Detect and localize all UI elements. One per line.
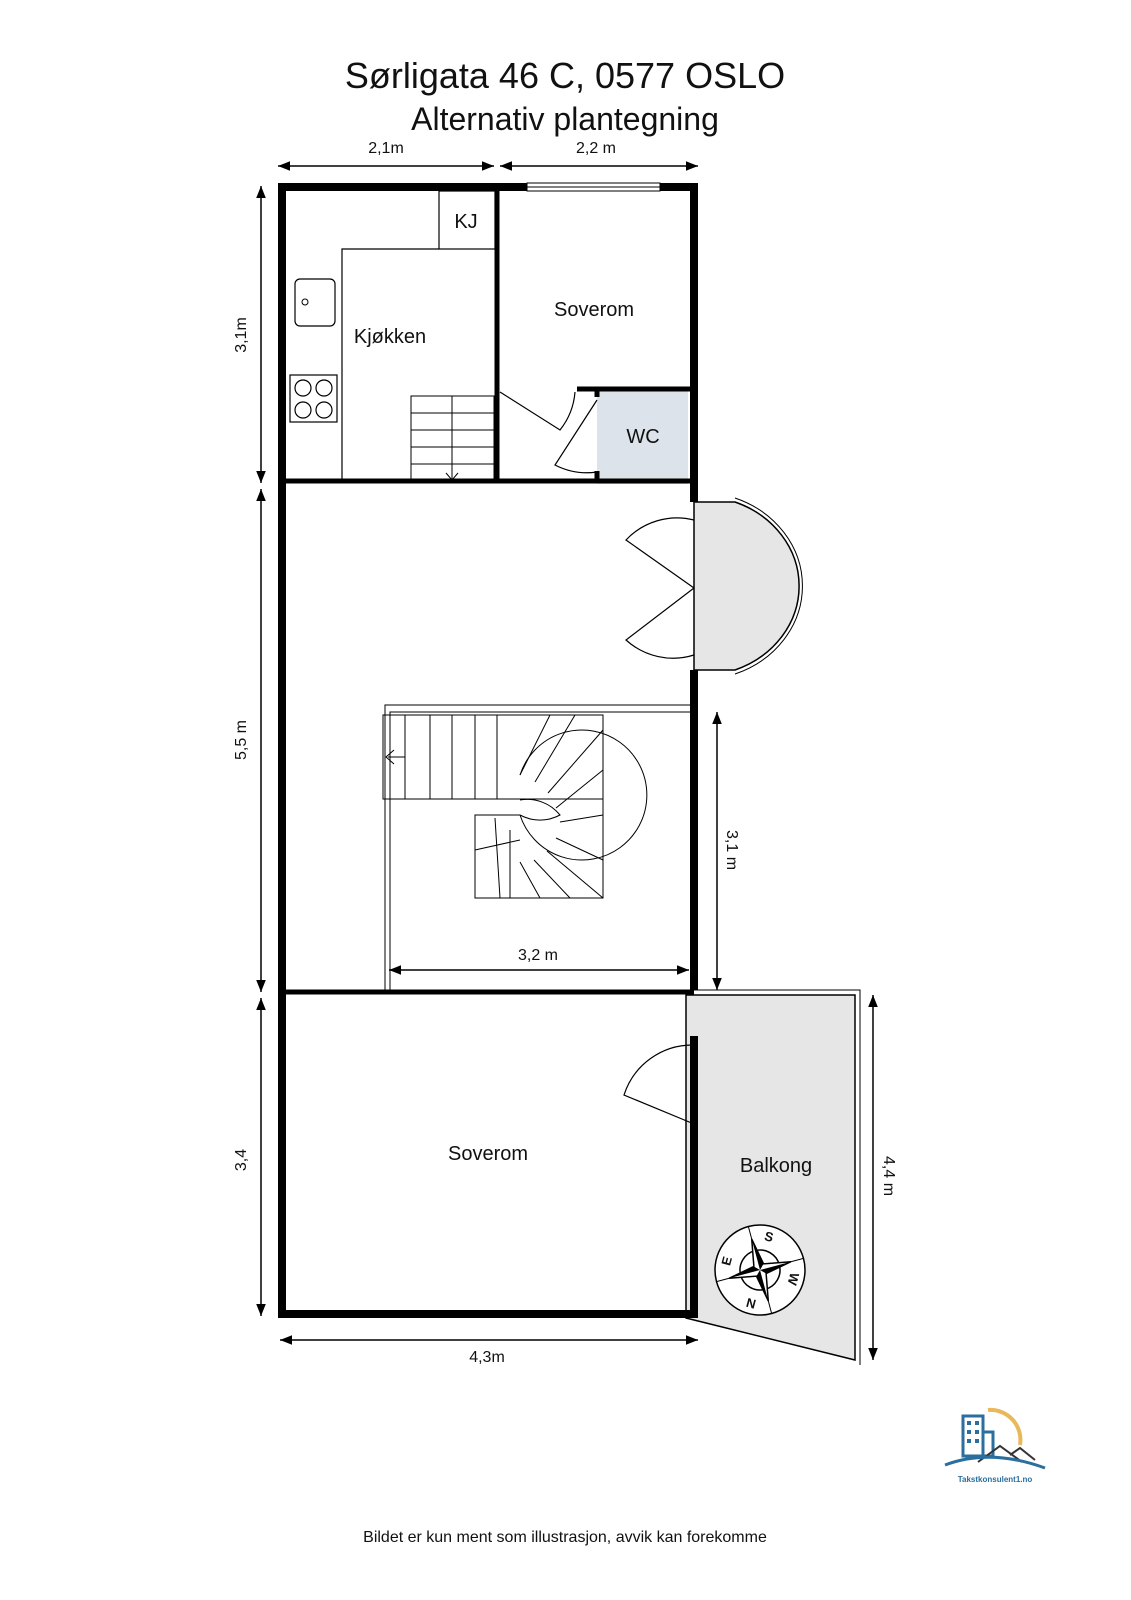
room-label-balcony: Balkong: [740, 1155, 812, 1177]
logo-text: Takstkonsulent1.no: [958, 1475, 1033, 1484]
room-label-bedroom-top: Soverom: [554, 299, 634, 321]
dim-left-bottom: 3,4: [233, 1149, 250, 1171]
page-title: Sørligata 46 C, 0577 OSLO: [345, 55, 785, 96]
compass-e: E: [718, 1255, 735, 1268]
kitchen-stairs: [410, 395, 495, 482]
dim-bottom: 4,3m: [469, 1349, 505, 1366]
bay-window: [693, 501, 800, 671]
stove-icon: [289, 374, 338, 423]
wc-area: [597, 391, 688, 484]
company-logo: Takstkonsulent1.no: [944, 1407, 1046, 1484]
room-label-bedroom-bottom: Soverom: [448, 1143, 528, 1165]
dim-left-mid: 5,5 m: [233, 720, 250, 760]
dim-top-right: 2,2 m: [576, 140, 616, 157]
compass-icon: E S W N: [714, 1224, 806, 1316]
compass-s: S: [763, 1228, 776, 1245]
page-subtitle: Alternativ plantegning: [411, 101, 719, 137]
main-stairs: [382, 704, 691, 992]
sink-icon: [294, 278, 336, 327]
dim-left-top: 3,1m: [233, 317, 250, 353]
dim-top-left: 2,1m: [368, 140, 404, 157]
doors: [499, 391, 695, 1125]
dimension-lines: [256, 161, 878, 1360]
disclaimer: Bildet er kun ment som illustrasjon, avv…: [363, 1529, 767, 1546]
room-label-kitchen: Kjøkken: [354, 326, 426, 348]
dim-stair-width: 3,2 m: [518, 947, 558, 964]
dim-balcony-height: 4,4 m: [880, 1156, 897, 1196]
room-label-wc: WC: [626, 426, 659, 448]
compass-w: W: [784, 1271, 802, 1287]
compass-n: N: [745, 1295, 758, 1312]
room-label-kj: KJ: [454, 211, 477, 233]
dim-stair-height: 3,1 m: [723, 830, 740, 870]
